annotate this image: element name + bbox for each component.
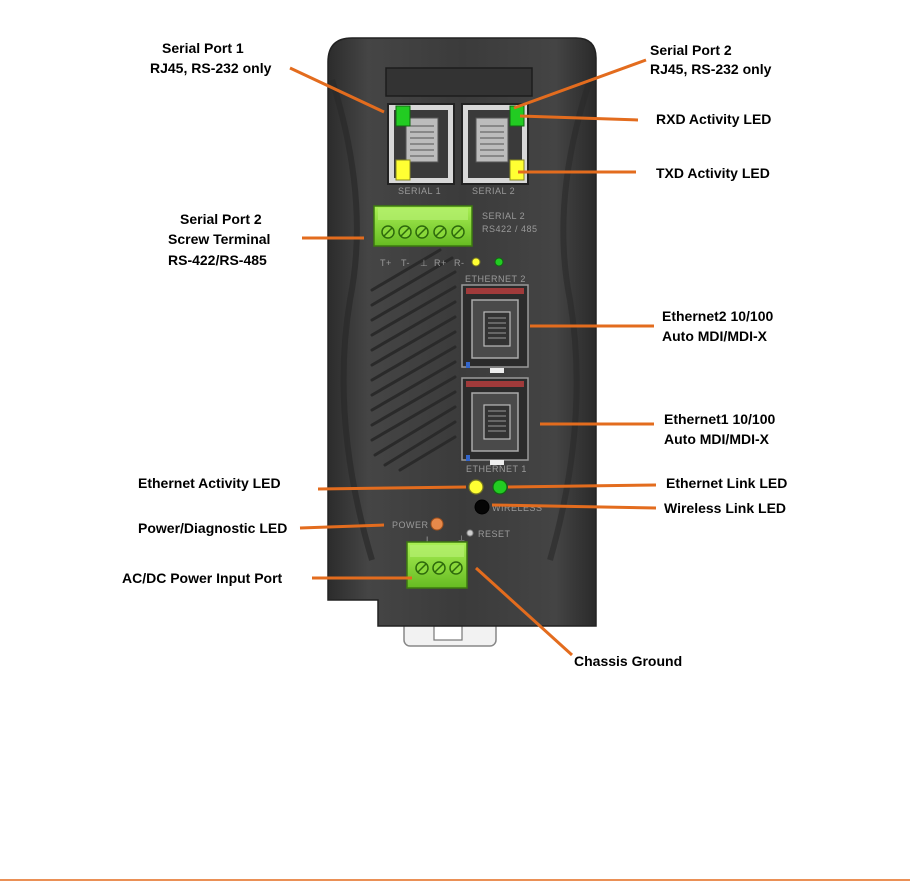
terminal-pin-labels: T+ T- ⊥ R+ R- — [380, 258, 465, 268]
callout-line-wireless — [491, 503, 657, 510]
callout-power-input-port: AC/DC Power Input Port — [122, 570, 283, 586]
pin-label-r-plus: R+ — [434, 258, 447, 268]
callout-line-eth-activity — [317, 485, 467, 491]
pin-label-t-plus: T+ — [380, 258, 392, 268]
callout-line-power-diag — [299, 523, 385, 530]
power-pin-label-l: L — [426, 535, 432, 545]
vent-slots — [370, 248, 457, 472]
callout-line-serial-2 — [513, 58, 647, 110]
serial-2-activity-led-yellow — [471, 257, 481, 267]
callout-serial-2-line1: Serial Port 2 — [650, 42, 732, 58]
callout-line-serial-1 — [289, 66, 385, 114]
ethernet-activity-led — [468, 479, 484, 495]
serial-1-txd-led — [395, 159, 411, 181]
callout-serial-2-line2: RJ45, RS-232 only — [650, 61, 772, 77]
device-label-serial-2-rs-line1: SERIAL 2 — [482, 211, 525, 221]
device-label-power: POWER — [392, 520, 429, 530]
wireless-link-led — [474, 499, 490, 515]
callout-line-eth-link — [507, 483, 657, 489]
callout-screw-line2: Screw Terminal — [168, 231, 270, 247]
callout-txd-led: TXD Activity LED — [656, 165, 770, 181]
device-label-serial-2-rs-line2: RS422 / 485 — [482, 224, 538, 234]
ethernet-2-port — [461, 284, 529, 373]
callout-chassis-ground: Chassis Ground — [574, 653, 682, 669]
callout-ethernet-2-line2: Auto MDI/MDI-X — [662, 328, 768, 344]
reset-button — [466, 529, 474, 537]
screw-terminal-5pin — [373, 205, 473, 247]
pin-label-ground: ⊥ — [420, 258, 428, 268]
callout-rxd-led: RXD Activity LED — [656, 111, 771, 127]
callout-ethernet-1-line2: Auto MDI/MDI-X — [664, 431, 770, 447]
device-label-serial-1: SERIAL 1 — [398, 186, 441, 196]
callout-line-rxd — [519, 114, 639, 122]
callout-screw-line3: RS-422/RS-485 — [168, 252, 267, 268]
callout-ethernet-activity-led: Ethernet Activity LED — [138, 475, 281, 491]
serial-port-1-rj45 — [387, 103, 455, 185]
callout-screw-line1: Serial Port 2 — [180, 211, 262, 227]
device-label-wireless: WIRELESS — [492, 503, 543, 513]
power-terminal-3pin — [406, 541, 468, 589]
power-pin-label-ground: ⏚ — [457, 535, 467, 545]
callout-serial-1-line1: Serial Port 1 — [162, 40, 244, 56]
serial-2-txd-led — [509, 159, 525, 181]
device-label-serial-2: SERIAL 2 — [472, 186, 515, 196]
ethernet-1-port — [461, 377, 529, 465]
callout-lines — [289, 58, 657, 657]
callout-wireless-link-led: Wireless Link LED — [664, 500, 786, 516]
device-label-reset: RESET — [478, 529, 511, 539]
pin-label-r-minus: R- — [454, 258, 465, 268]
power-diagnostic-led — [430, 517, 444, 531]
serial-1-rxd-led — [395, 105, 411, 127]
serial-2-activity-led-green — [494, 257, 504, 267]
serial-port-2-rj45 — [461, 103, 529, 185]
callout-ethernet-link-led: Ethernet Link LED — [666, 475, 787, 491]
callout-labels: Serial Port 1 RJ45, RS-232 only Serial P… — [122, 40, 787, 669]
pin-label-t-minus: T- — [401, 258, 410, 268]
callout-power-diagnostic-led: Power/Diagnostic LED — [138, 520, 287, 536]
device-label-ethernet-1: ETHERNET 1 — [466, 464, 527, 474]
callout-ethernet-1-line1: Ethernet1 10/100 — [664, 411, 775, 427]
callout-ethernet-2-line1: Ethernet2 10/100 — [662, 308, 773, 324]
ethernet-link-led — [492, 479, 508, 495]
device-label-ethernet-2: ETHERNET 2 — [465, 274, 526, 284]
callout-line-ground — [474, 566, 574, 657]
callout-serial-1-line2: RJ45, RS-232 only — [150, 60, 272, 76]
